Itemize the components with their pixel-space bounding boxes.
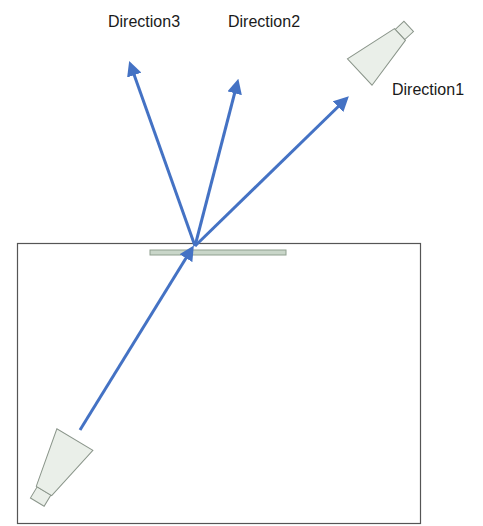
detector bbox=[347, 13, 421, 85]
direction-arrow bbox=[195, 84, 237, 246]
incident-arrow bbox=[80, 250, 191, 430]
direction-label: Direction3 bbox=[108, 12, 180, 31]
emitter bbox=[19, 429, 93, 513]
direction-label: Direction2 bbox=[228, 12, 300, 31]
housing-box bbox=[18, 244, 421, 524]
direction-arrow bbox=[131, 66, 195, 246]
direction-label: Direction1 bbox=[392, 80, 464, 99]
sample-plate bbox=[150, 250, 286, 255]
direction-arrow bbox=[195, 100, 345, 246]
